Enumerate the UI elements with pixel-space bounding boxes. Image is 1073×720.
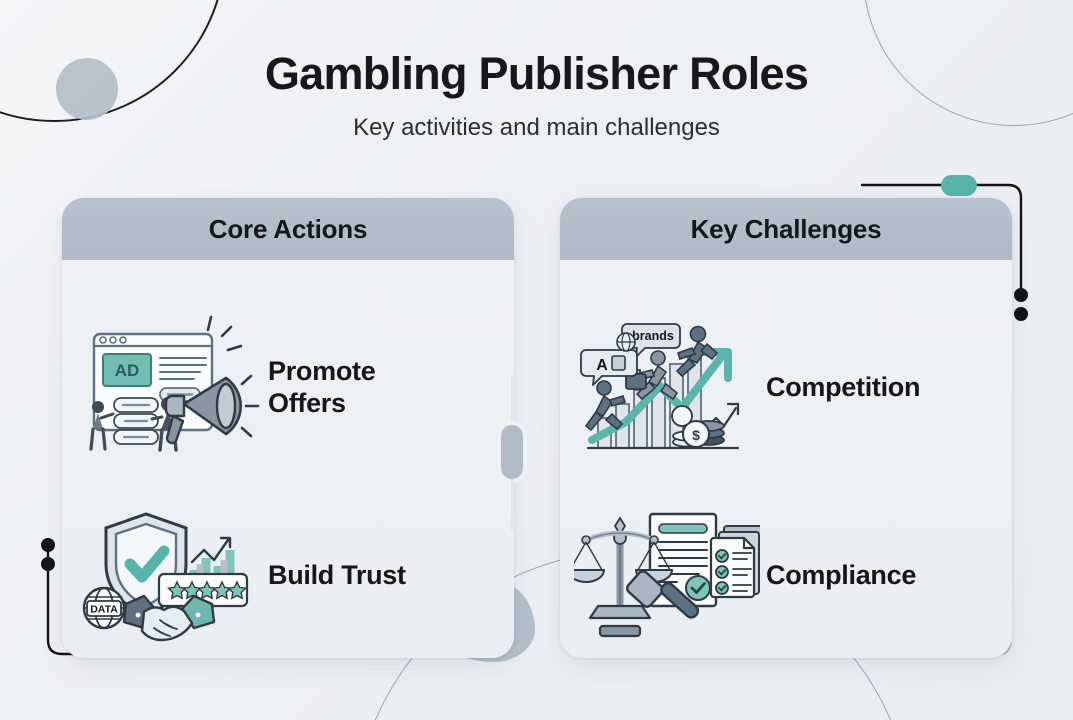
shield-handshake-rating-icon: DATA: [76, 500, 262, 652]
list-item-compliance[interactable]: Compliance: [574, 500, 998, 652]
page-title: Gambling Publisher Roles: [264, 48, 809, 99]
edge-line-top: [511, 375, 513, 425]
ad-browser-megaphone-icon: AD: [76, 312, 262, 464]
card-header-core-actions: Core Actions: [62, 198, 514, 260]
page-subtitle: Key activities and main challenges: [353, 114, 720, 141]
list-item-competition[interactable]: brands A: [574, 312, 998, 464]
card-title-key-challenges: Key Challenges: [690, 213, 882, 244]
svg-text:DATA: DATA: [90, 604, 118, 616]
list-item-build-trust[interactable]: DATA Build Trust: [76, 500, 500, 652]
decorative-dot-left-1: [41, 538, 55, 552]
list-item-label-competition: Competition: [766, 372, 920, 404]
decorative-teal-pill: [941, 175, 977, 196]
label-line-1: Competition: [766, 372, 921, 403]
edge-scroll-pill[interactable]: [501, 425, 523, 479]
label-line-1: Compliance: [766, 560, 917, 591]
svg-text:AD: AD: [115, 361, 140, 380]
page-header: Gambling Publisher Roles Key activities …: [0, 48, 1073, 142]
label-line-1: Promote: [268, 356, 376, 387]
card-body-key-challenges: brands A: [560, 260, 1012, 658]
decorative-dot-left-2: [41, 557, 55, 571]
card-header-key-challenges: Key Challenges: [560, 198, 1012, 260]
runners-growth-chart-icon: brands A: [574, 312, 760, 464]
card-core-actions: Core Actions AD: [62, 198, 514, 658]
label-line-2: Offers: [268, 388, 346, 418]
svg-text:A: A: [596, 357, 608, 374]
list-item-label-build-trust: Build Trust: [268, 560, 406, 592]
decorative-dot-right-2: [1014, 307, 1028, 321]
card-title-core-actions: Core Actions: [208, 213, 368, 244]
list-item-promote-offers[interactable]: AD: [76, 312, 500, 464]
list-item-label-compliance: Compliance: [766, 560, 916, 592]
svg-text:brands: brands: [632, 329, 674, 343]
list-item-label-promote-offers: Promote Offers: [268, 356, 376, 420]
label-line-1: Build Trust: [268, 560, 406, 591]
scales-gavel-checklist-icon: [574, 500, 760, 652]
card-body-core-actions: AD: [62, 260, 514, 658]
edge-line-bottom: [511, 479, 513, 531]
decorative-dot-right-1: [1014, 288, 1028, 302]
svg-text:$: $: [692, 427, 700, 443]
card-key-challenges: Key Challenges: [560, 198, 1012, 658]
